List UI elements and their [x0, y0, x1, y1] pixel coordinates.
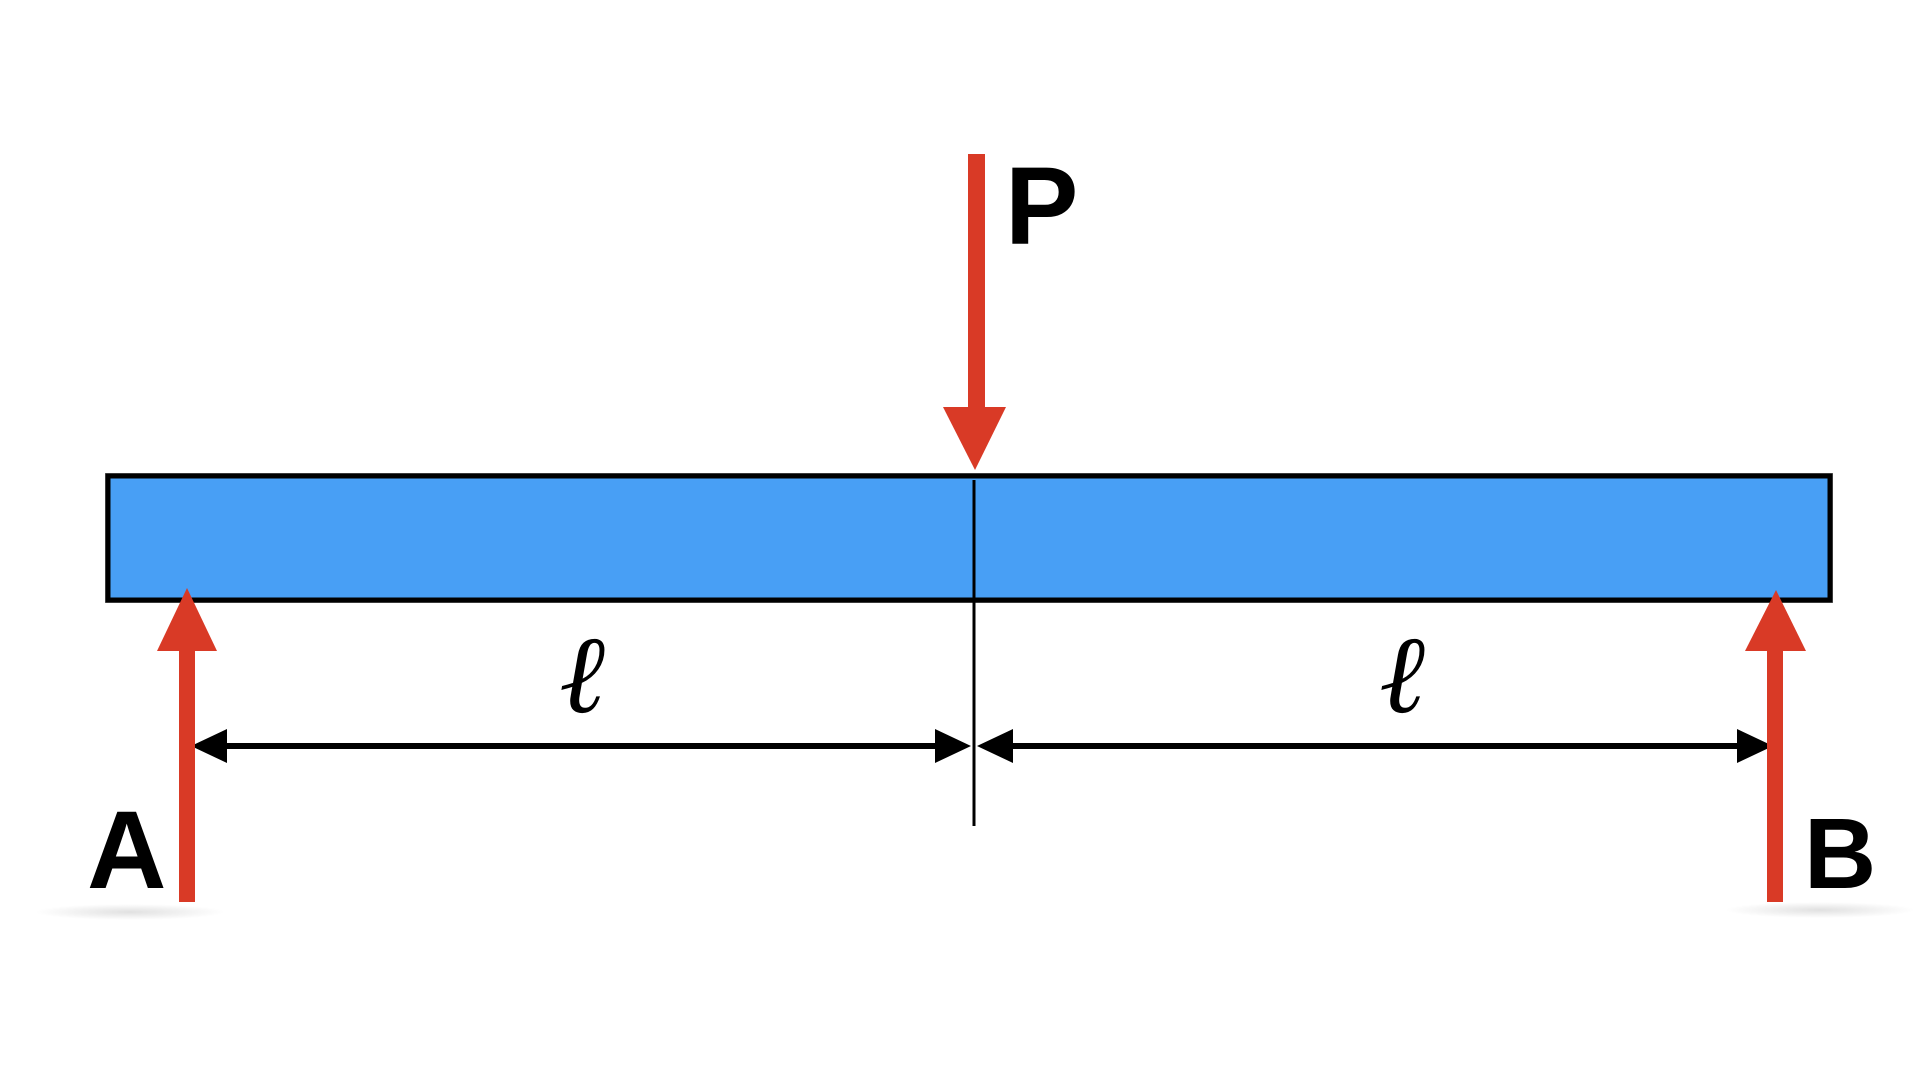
dimension-left	[191, 729, 971, 763]
dimension-left-arrowhead-start	[191, 729, 227, 763]
reaction-arrow-b	[1745, 590, 1806, 902]
load-label: P	[1005, 145, 1078, 268]
beam-inner-fill	[112, 484, 1824, 596]
dimension-right-arrowhead-end	[1737, 729, 1773, 763]
reaction-arrow-b-shaft	[1767, 648, 1783, 902]
beam	[105, 473, 1833, 603]
dimension-right	[977, 729, 1773, 763]
dimension-right-arrowhead-start	[977, 729, 1013, 763]
support-shadow-right	[1725, 902, 1915, 918]
load-arrow-shaft	[968, 154, 985, 410]
load-arrow-p	[943, 154, 1006, 470]
load-arrow-head	[943, 407, 1006, 470]
support-shadow-left	[35, 904, 225, 920]
dimension-left-arrowhead-end	[935, 729, 971, 763]
support-label-a: A	[87, 789, 166, 912]
reaction-arrow-b-head	[1745, 590, 1806, 651]
reaction-arrow-a-head	[157, 588, 217, 651]
support-label-b: B	[1804, 798, 1876, 910]
reaction-arrow-a-shaft	[179, 648, 195, 902]
reaction-arrow-a	[157, 588, 217, 902]
span-label-left: ℓ	[559, 610, 605, 738]
span-label-right: ℓ	[1379, 610, 1425, 738]
